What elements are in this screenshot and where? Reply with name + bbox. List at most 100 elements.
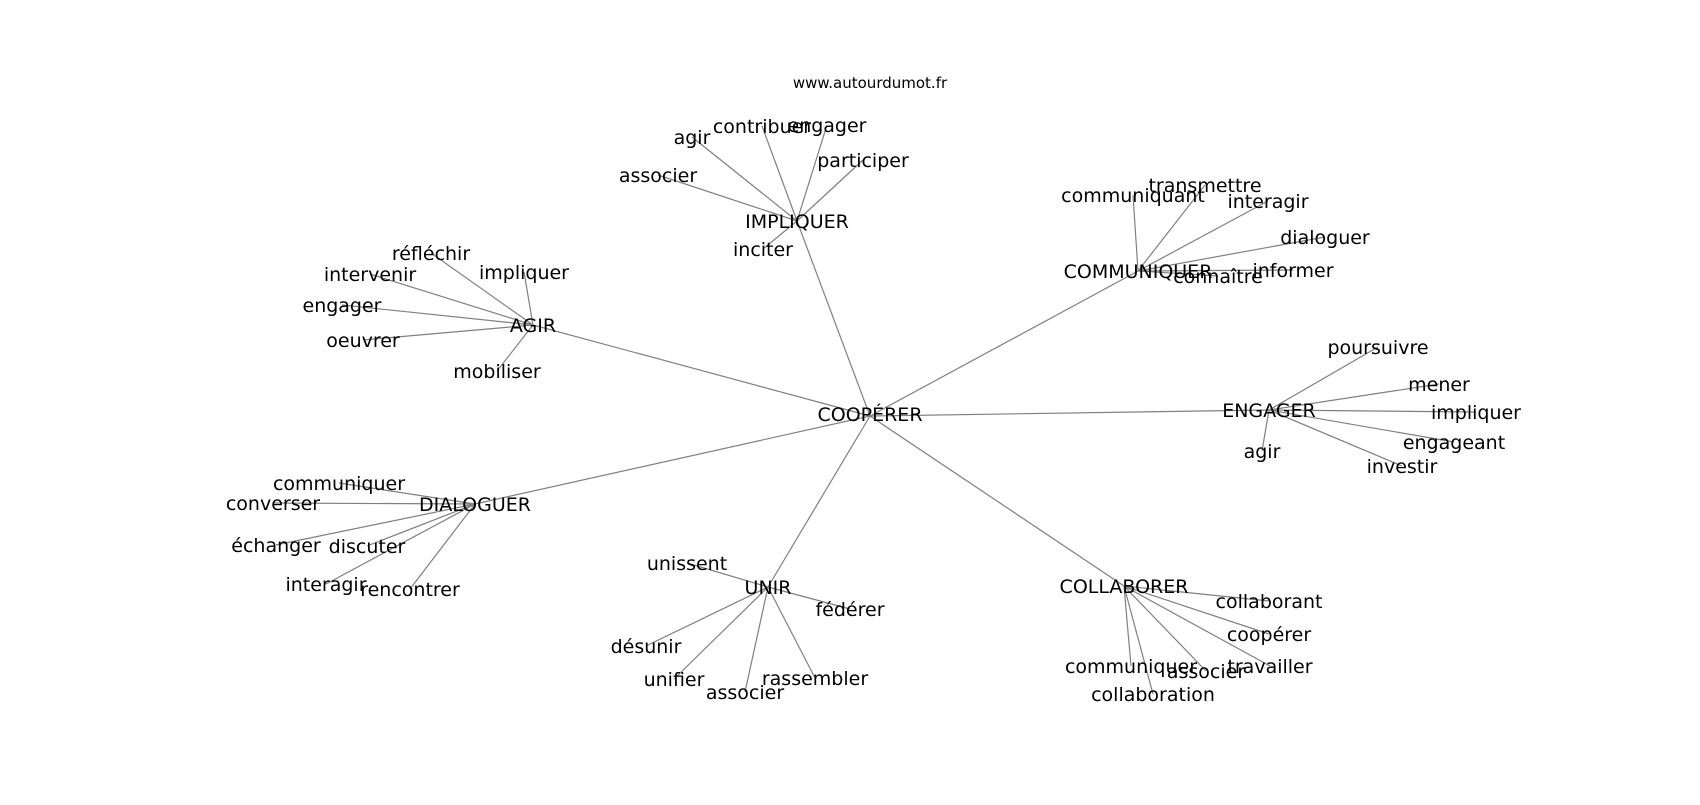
edge-dialoguer-leaf [275,503,476,546]
edge-agir-leaf [523,271,534,326]
edge-center-to-dialoguer [474,415,871,505]
edge-collaborer-leaf [1123,585,1270,602]
leaf-node-unir: unissent [647,553,727,575]
edge-communiquer-leaf [1137,270,1219,277]
leaf-node-dialoguer: converser [226,493,320,515]
edge-agir-leaf [362,324,534,341]
leaf-node-communiquer: interagir [1227,191,1308,213]
leaf-node-unir: rassembler [762,668,868,690]
edge-dialoguer-leaf [366,503,476,547]
leaf-node-engager: engageant [1403,432,1505,454]
leaf-node-dialoguer: rencontrer [360,579,460,601]
edge-unir-leaf [744,586,769,693]
edge-agir-leaf [369,273,534,326]
leaf-node-agir: mobiliser [453,361,541,383]
leaf-node-communiquer: informer [1252,260,1333,282]
leaf-node-collaborer: travailler [1227,656,1312,678]
leaf-node-communiquer: communiquant [1061,185,1205,207]
edge-engager-leaf [1268,346,1379,411]
edge-collaborer-leaf [1123,585,1271,667]
leaf-node-impliquer: inciter [733,239,793,261]
edge-center-to-unir [767,415,871,588]
edge-center-to-engager [869,409,1270,417]
edge-dialoguer-leaf [409,503,476,590]
leaf-node-collaborer: communiquer [1065,656,1197,678]
edge-engager-leaf [1268,383,1440,411]
hub-node-agir: AGIR [510,315,556,337]
edge-engager-leaf [1268,409,1403,467]
edge-unir-leaf [767,586,851,610]
center-node-label: COOPÉRER [817,403,922,426]
edge-agir-leaf [496,324,534,372]
edge-engager-leaf [1268,409,1455,443]
leaf-node-dialoguer: échanger [231,535,321,557]
edge-communiquer-leaf [1132,194,1139,272]
edge-dialoguer-leaf [272,502,476,505]
leaf-node-impliquer: contribuer [713,116,811,138]
edge-impliquer-leaf [657,174,798,222]
leaf-node-collaborer: coopérer [1227,624,1312,646]
hub-node-unir: UNIR [745,577,792,599]
source-label: www.autourdumot.fr [793,74,948,92]
leaf-node-communiquer: connaître [1173,266,1263,288]
edge-engager-leaf [1261,409,1270,452]
leaf-node-engager: investir [1367,456,1438,478]
edge-agir-leaf [341,304,534,326]
edge-communiquer-leaf [1137,184,1206,272]
hub-node-communiquer: COMMUNIQUER [1064,261,1213,283]
edge-agir-leaf [430,252,534,326]
edge-center-to-impliquer [796,220,871,417]
edge-communiquer-leaf [1137,200,1269,272]
labels-layer: www.autourdumot.fr COOPÉRER IMPLIQUER agi… [226,74,1521,706]
edge-unir-leaf [767,586,816,679]
hub-node-engager: ENGAGER [1222,400,1316,422]
edge-collaborer-leaf [1123,585,1270,635]
leaf-node-impliquer: participer [817,150,909,172]
leaf-node-agir: engager [303,295,382,317]
leaf-node-engager: poursuivre [1327,337,1428,359]
leaf-node-impliquer: engager [788,115,867,137]
edge-impliquer-leaf [762,220,798,250]
leaf-node-engager: impliquer [1431,402,1521,424]
leaf-node-agir: intervenir [324,264,417,286]
hub-node-impliquer: IMPLIQUER [745,211,849,233]
edge-collaborer-leaf [1123,585,1154,695]
edge-center-to-communiquer [869,270,1139,417]
leaf-node-unir: désunir [611,636,682,658]
edge-communiquer-leaf [1137,269,1294,272]
edge-collaborer-leaf [1123,585,1132,667]
edge-impliquer-leaf [761,125,798,222]
leaf-node-engager: mener [1408,374,1470,396]
leaf-node-agir: réfléchir [392,243,471,265]
edge-impliquer-leaf [796,124,828,222]
edge-dialoguer-leaf [325,503,476,585]
leaf-node-communiquer: dialoguer [1280,227,1370,249]
leaf-node-collaborer: associer [1167,661,1245,683]
edge-unir-leaf [673,586,769,680]
edge-center-to-agir [532,324,871,417]
leaf-node-dialoguer: communiquer [273,473,405,495]
edge-unir-leaf [686,562,769,588]
edge-engager-leaf [1268,409,1477,413]
edge-unir-leaf [645,586,769,647]
edge-collaborer-leaf [1123,585,1207,672]
leaf-node-impliquer: associer [619,165,697,187]
edge-communiquer-leaf [1137,236,1326,272]
hub-node-collaborer: COLLABORER [1060,576,1189,598]
leaf-node-unir: unifier [644,669,705,691]
leaf-node-unir: associer [706,682,784,704]
edge-impliquer-leaf [691,136,798,222]
leaf-node-dialoguer: interagir [285,574,366,596]
leaf-node-agir: oeuvrer [326,330,400,352]
leaf-node-impliquer: agir [674,127,711,149]
leaf-node-engager: agir [1244,441,1281,463]
leaf-node-unir: fédérer [815,599,884,621]
edge-dialoguer-leaf [338,482,476,505]
edge-impliquer-leaf [796,159,864,222]
edge-center-to-collaborer [869,415,1125,587]
leaf-node-communiquer: transmettre [1148,175,1261,197]
leaf-node-collaborer: collaborant [1216,591,1323,613]
leaf-node-agir: impliquer [479,262,569,284]
